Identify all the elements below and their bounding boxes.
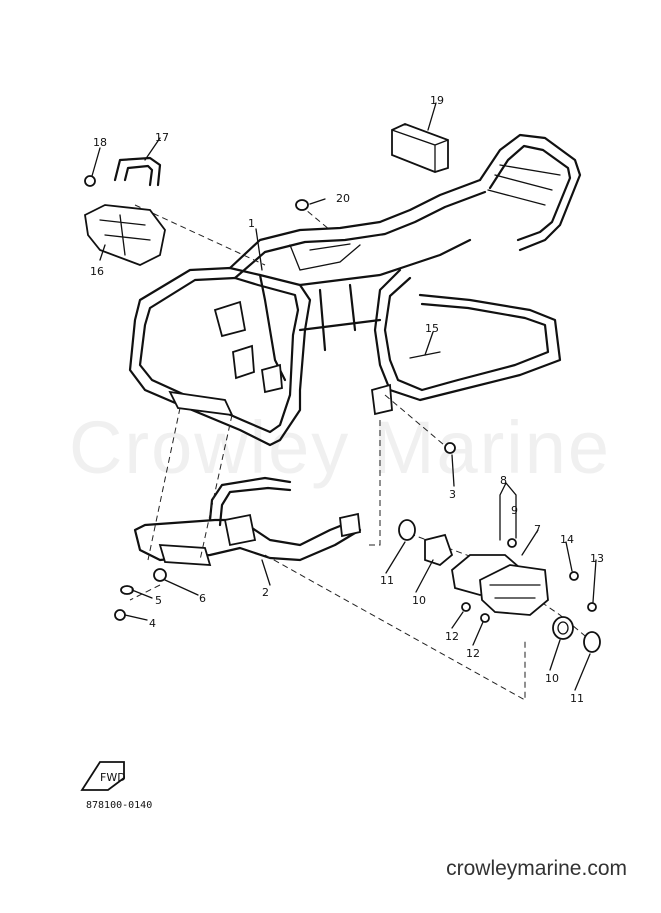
callout-labels: 1 2 3 4 5 6 7 8 9 10 10 11 11 12 12 13 1…	[90, 94, 604, 705]
screw-12a[interactable]	[461, 602, 471, 612]
callout-3: 3	[449, 488, 456, 501]
handle-17[interactable]	[113, 156, 162, 187]
callout-6: 6	[199, 592, 206, 605]
grommet-11b[interactable]	[583, 631, 601, 653]
front-arrow-label: FWD	[100, 771, 126, 784]
screw-12b[interactable]	[480, 613, 490, 623]
nut-18[interactable]	[84, 175, 96, 187]
rubber-10a[interactable]	[424, 533, 454, 567]
callout-2: 2	[262, 586, 269, 599]
callout-1: 1	[248, 217, 255, 230]
footer-site[interactable]: crowleymarine.com	[446, 857, 627, 880]
callout-5: 5	[155, 594, 162, 607]
screw-9[interactable]	[507, 538, 517, 548]
nut-6[interactable]	[153, 568, 167, 582]
taillight-housing[interactable]	[451, 554, 549, 616]
callout-17: 17	[155, 131, 169, 144]
grommet-11a[interactable]	[398, 519, 416, 541]
bolt-3[interactable]	[444, 442, 456, 454]
callout-19: 19	[430, 94, 444, 107]
cushion-19[interactable]	[391, 123, 449, 173]
callout-14: 14	[560, 533, 574, 546]
washer-5[interactable]	[120, 585, 134, 595]
callout-7: 7	[534, 523, 541, 536]
callout-9: 9	[511, 504, 518, 517]
callout-11a: 11	[380, 574, 394, 587]
lower-guard[interactable]	[133, 476, 362, 566]
diagram-code: 878100-0140	[86, 800, 153, 811]
callout-12a: 12	[445, 630, 459, 643]
callout-18: 18	[93, 136, 107, 149]
callout-16: 16	[90, 265, 104, 278]
nut-20[interactable]	[295, 199, 309, 211]
callout-13: 13	[590, 552, 604, 565]
callout-11b: 11	[570, 692, 584, 705]
callout-10b: 10	[545, 672, 559, 685]
callout-20: 20	[336, 192, 350, 205]
callout-12b: 12	[466, 647, 480, 660]
front-arrow-icon: FWD	[80, 761, 126, 791]
watermark: Crowley Marine	[68, 406, 612, 489]
callout-8: 8	[500, 474, 507, 487]
screw-13[interactable]	[587, 602, 597, 612]
callout-4: 4	[149, 617, 156, 630]
callout-leaders	[91, 102, 597, 691]
screw-14[interactable]	[569, 571, 579, 581]
frame-assembly[interactable]	[128, 133, 582, 447]
bracket-16[interactable]	[84, 204, 166, 266]
callout-15: 15	[425, 322, 439, 335]
rubber-10b[interactable]	[552, 616, 574, 640]
bolt-4[interactable]	[114, 609, 126, 621]
callout-10a: 10	[412, 594, 426, 607]
